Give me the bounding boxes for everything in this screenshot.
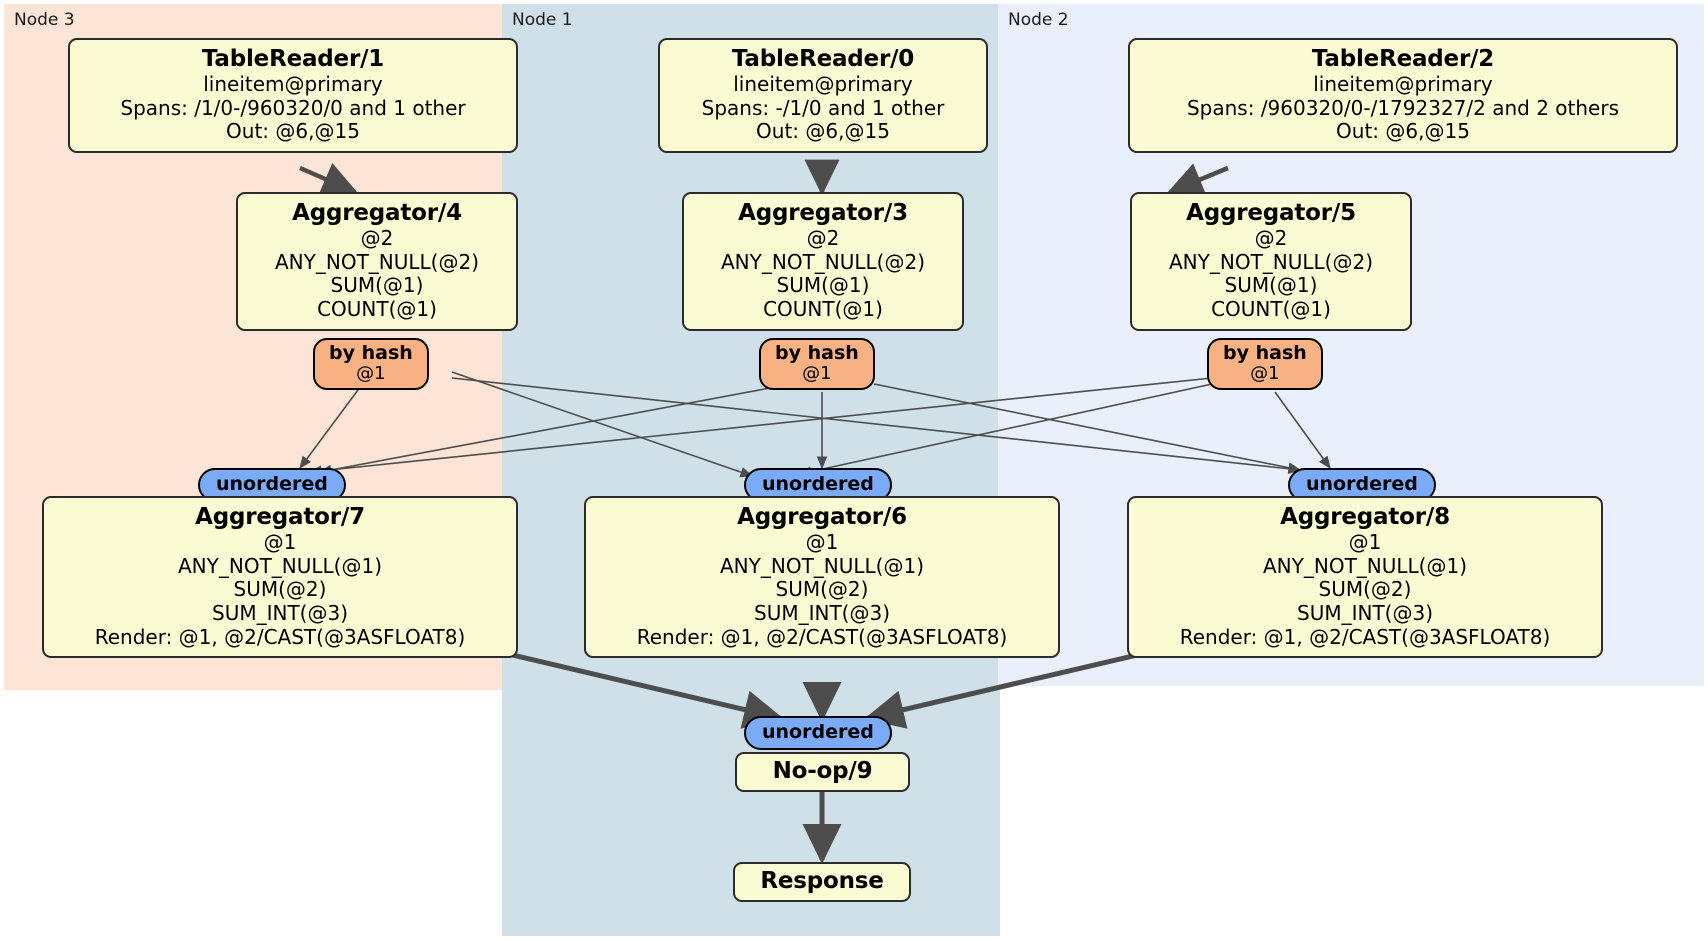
processor-line: Out: @6,@15: [226, 119, 360, 144]
hash-router-label: by hash: [1223, 342, 1307, 364]
processor-tablereader-0[interactable]: TableReader/0 lineitem@primary Spans: -/…: [658, 38, 988, 153]
processor-title: No-op/9: [772, 758, 873, 784]
processor-line: SUM_INT(@3): [754, 600, 890, 625]
hash-router-aggregator-4[interactable]: by hash @1: [313, 338, 429, 390]
node-panel-label-node-3: Node 3: [14, 10, 75, 30]
processor-line: ANY_NOT_NULL(@2): [275, 249, 479, 274]
hash-router-column: @1: [356, 362, 386, 384]
synchronizer-label: unordered: [1306, 473, 1418, 495]
processor-line: Out: @6,@15: [756, 119, 890, 144]
processor-line: lineitem@primary: [1313, 72, 1493, 97]
processor-line: @1: [805, 530, 839, 555]
synchronizer-label: unordered: [762, 721, 874, 743]
processor-line: ANY_NOT_NULL(@1): [720, 553, 924, 578]
processor-title: Aggregator/3: [738, 200, 908, 226]
processor-line: SUM(@1): [1224, 273, 1318, 298]
processor-line: SUM(@1): [776, 273, 870, 298]
processor-line: SUM(@2): [1318, 577, 1412, 602]
hash-router-label: by hash: [775, 342, 859, 364]
processor-title: Aggregator/8: [1280, 504, 1450, 530]
processor-line: Spans: -/1/0 and 1 other: [701, 95, 945, 120]
processor-line: @2: [360, 226, 394, 251]
processor-line: @2: [1254, 226, 1288, 251]
processor-title: Aggregator/4: [292, 200, 462, 226]
hash-router-aggregator-3[interactable]: by hash @1: [759, 338, 875, 390]
processor-line: SUM_INT(@3): [212, 600, 348, 625]
processor-line: ANY_NOT_NULL(@1): [1263, 553, 1467, 578]
processor-title: TableReader/1: [201, 46, 385, 72]
processor-line: ANY_NOT_NULL(@2): [721, 249, 925, 274]
processor-line: Render: @1, @2/CAST(@3ASFLOAT8): [1179, 624, 1551, 649]
processor-aggregator-5[interactable]: Aggregator/5 @2 ANY_NOT_NULL(@2) SUM(@1)…: [1130, 192, 1412, 331]
unordered-synchronizer-noop-9[interactable]: unordered: [744, 716, 892, 750]
processor-aggregator-4[interactable]: Aggregator/4 @2 ANY_NOT_NULL(@2) SUM(@1)…: [236, 192, 518, 331]
hash-router-label: by hash: [329, 342, 413, 364]
processor-tablereader-2[interactable]: TableReader/2 lineitem@primary Spans: /9…: [1128, 38, 1678, 153]
node-panel-label-node-1: Node 1: [512, 10, 573, 30]
processor-title: Response: [760, 868, 884, 894]
processor-line: Render: @1, @2/CAST(@3ASFLOAT8): [94, 624, 466, 649]
processor-line: COUNT(@1): [763, 296, 883, 321]
processor-line: COUNT(@1): [1211, 296, 1331, 321]
processor-line: Spans: /1/0-/960320/0 and 1 other: [120, 95, 466, 120]
processor-line: @1: [1348, 530, 1382, 555]
processor-aggregator-8[interactable]: Aggregator/8 @1 ANY_NOT_NULL(@1) SUM(@2)…: [1127, 496, 1603, 659]
processor-title: Aggregator/6: [737, 504, 907, 530]
processor-line: @2: [806, 226, 840, 251]
processor-line: lineitem@primary: [203, 72, 383, 97]
processor-line: SUM(@2): [775, 577, 869, 602]
hash-router-aggregator-5[interactable]: by hash @1: [1207, 338, 1323, 390]
processor-title: Aggregator/7: [195, 504, 365, 530]
processor-line: Spans: /960320/0-/1792327/2 and 2 others: [1186, 95, 1619, 120]
processor-line: Render: @1, @2/CAST(@3ASFLOAT8): [636, 624, 1008, 649]
processor-line: ANY_NOT_NULL(@1): [178, 553, 382, 578]
processor-tablereader-1[interactable]: TableReader/1 lineitem@primary Spans: /1…: [68, 38, 518, 153]
synchronizer-label: unordered: [216, 473, 328, 495]
processor-line: SUM(@2): [233, 577, 327, 602]
processor-line: lineitem@primary: [733, 72, 913, 97]
processor-aggregator-3[interactable]: Aggregator/3 @2 ANY_NOT_NULL(@2) SUM(@1)…: [682, 192, 964, 331]
processor-line: SUM_INT(@3): [1297, 600, 1433, 625]
processor-noop-9[interactable]: No-op/9: [735, 752, 910, 793]
processor-line: ANY_NOT_NULL(@2): [1169, 249, 1373, 274]
processor-response[interactable]: Response: [733, 862, 911, 903]
processor-title: Aggregator/5: [1186, 200, 1356, 226]
hash-router-column: @1: [802, 362, 832, 384]
node-panel-label-node-2: Node 2: [1008, 10, 1069, 30]
processor-aggregator-7[interactable]: Aggregator/7 @1 ANY_NOT_NULL(@1) SUM(@2)…: [42, 496, 518, 659]
processor-title: TableReader/2: [1311, 46, 1495, 72]
synchronizer-label: unordered: [762, 473, 874, 495]
processor-line: @1: [263, 530, 297, 555]
processor-title: TableReader/0: [731, 46, 915, 72]
hash-router-column: @1: [1250, 362, 1280, 384]
processor-aggregator-6[interactable]: Aggregator/6 @1 ANY_NOT_NULL(@1) SUM(@2)…: [584, 496, 1060, 659]
processor-line: SUM(@1): [330, 273, 424, 298]
processor-line: COUNT(@1): [317, 296, 437, 321]
processor-line: Out: @6,@15: [1336, 119, 1470, 144]
